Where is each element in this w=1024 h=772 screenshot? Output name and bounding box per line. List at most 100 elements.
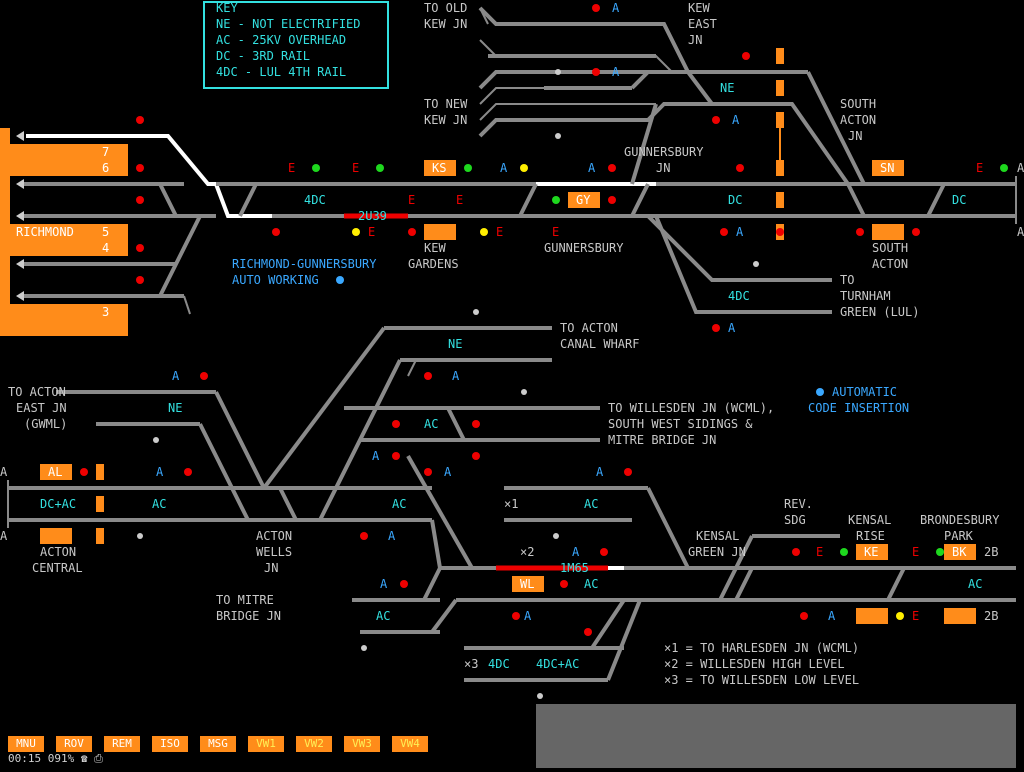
code-sn: SN [880, 161, 894, 175]
rov-button[interactable]: ROV [56, 736, 92, 752]
key-line: NE - NOT ELECTRIFIED [216, 17, 361, 31]
status-bar: 00:15 091% ☎ ⎙ [8, 752, 103, 766]
svg-text:EAST JN: EAST JN [16, 401, 67, 415]
svg-text:REV.: REV. [784, 497, 813, 511]
svg-text:SOUTH WEST SIDINGS &: SOUTH WEST SIDINGS & [608, 417, 753, 431]
svg-text:CANAL WHARF: CANAL WHARF [560, 337, 639, 351]
rem-button[interactable]: REM [104, 736, 140, 752]
code-al: AL [48, 465, 62, 479]
main-line-richmond-south-acton[interactable] [216, 176, 1017, 224]
view1-button[interactable]: VW1 [248, 736, 284, 752]
svg-text:E: E [288, 161, 295, 175]
view2-button[interactable]: VW2 [296, 736, 332, 752]
platform-number: 3 [102, 305, 109, 319]
svg-text:(GWML): (GWML) [24, 417, 67, 431]
svg-text:A: A [728, 321, 736, 335]
svg-text:SOUTH: SOUTH [840, 97, 876, 111]
svg-text:E: E [816, 545, 823, 559]
svg-text:×2: ×2 [520, 545, 534, 559]
location-labels: TO OLD KEW JN KEW EAST JN TO NEW KEW JN … [0, 1, 1024, 687]
code-gy: GY [576, 193, 591, 207]
svg-text:KEW JN: KEW JN [424, 17, 467, 31]
svg-text:A: A [612, 1, 620, 15]
key-line: DC - 3RD RAIL [216, 49, 310, 63]
svg-text:BRONDESBURY: BRONDESBURY [920, 513, 1000, 527]
svg-text:GUNNERSBURY: GUNNERSBURY [544, 241, 624, 255]
platform-number: 5 [102, 225, 109, 239]
key-box: KEY NE - NOT ELECTRIFIED AC - 25KV OVERH… [203, 1, 389, 89]
svg-text:EAST: EAST [688, 17, 717, 31]
svg-text:SOUTH: SOUTH [872, 241, 908, 255]
richmond-tracks[interactable] [16, 131, 272, 315]
svg-text:TO NEW: TO NEW [424, 97, 468, 111]
svg-text:MITRE BRIDGE JN: MITRE BRIDGE JN [608, 433, 716, 447]
svg-text:×3 = TO WILLESDEN LOW LEVEL: ×3 = TO WILLESDEN LOW LEVEL [664, 673, 859, 687]
electrification-labels: NE NE NE 4DC DC DC 4DC AC AC AC AC AC AC… [40, 81, 982, 671]
svg-text:A: A [828, 609, 836, 623]
svg-text:BRIDGE JN: BRIDGE JN [216, 609, 281, 623]
svg-text:×2 = WILLESDEN HIGH LEVEL: ×2 = WILLESDEN HIGH LEVEL [664, 657, 845, 671]
view4-button[interactable]: VW4 [392, 736, 428, 752]
svg-text:A: A [0, 529, 8, 543]
train-description: 1M65 [560, 561, 589, 575]
dc4-label: 4DC [304, 193, 326, 207]
svg-text:A: A [372, 449, 380, 463]
svg-text:KENSAL: KENSAL [848, 513, 891, 527]
kew-branches[interactable] [478, 6, 866, 186]
train-berths[interactable]: 2U39 1M65 [358, 209, 589, 575]
dc4-label: 4DC [728, 289, 750, 303]
iso-button[interactable]: ISO [152, 736, 188, 752]
svg-text:A: A [588, 161, 596, 175]
svg-text:×3: ×3 [464, 657, 478, 671]
svg-text:TO WILLESDEN JN (WCML),: TO WILLESDEN JN (WCML), [608, 401, 774, 415]
station-codes[interactable]: KS GY SN AL KE BK WL [40, 160, 976, 592]
svg-text:GREEN JN: GREEN JN [688, 545, 746, 559]
telephone-icon[interactable]: ☎ [80, 752, 88, 765]
svg-text:A: A [500, 161, 508, 175]
svg-text:×1: ×1 [504, 497, 518, 511]
kensal-tracks[interactable] [352, 486, 1016, 682]
svg-text:KEW: KEW [424, 241, 446, 255]
svg-text:E: E [456, 193, 463, 207]
svg-text:AUTO WORKING: AUTO WORKING [232, 273, 319, 287]
svg-text:A: A [732, 113, 740, 127]
ne-label: NE [448, 337, 462, 351]
svg-text:A: A [452, 369, 460, 383]
richmond-platforms: 7 6 5 4 3 RICHMOND [0, 128, 128, 336]
platform-number: 4 [102, 241, 109, 255]
svg-text:TO: TO [840, 273, 854, 287]
svg-text:AUTOMATIC: AUTOMATIC [832, 385, 897, 399]
acton-wells-tracks[interactable] [7, 326, 600, 569]
svg-text:CENTRAL: CENTRAL [32, 561, 83, 575]
ac-label: AC [392, 497, 406, 511]
svg-text:KEW JN: KEW JN [424, 113, 467, 127]
code-bk: BK [952, 545, 967, 559]
ac-label: AC [584, 497, 598, 511]
ne-label: NE [168, 401, 182, 415]
ne-label: NE [720, 81, 734, 95]
ac-label: AC [376, 609, 390, 623]
signals[interactable]: E E E E E E E E E E E A A A A A A A A A … [80, 1, 1008, 699]
dcac-label: DC+AC [40, 497, 76, 511]
menu-button[interactable]: MNU [8, 736, 44, 752]
svg-text:E: E [408, 193, 415, 207]
ac-label: AC [152, 497, 166, 511]
msg-button[interactable]: MSG [200, 736, 236, 752]
svg-text:ACTON: ACTON [840, 113, 876, 127]
turnham-green-branch[interactable] [646, 214, 832, 314]
svg-text:A: A [1017, 161, 1024, 175]
code-ke: KE [864, 545, 878, 559]
train-description: 2U39 [358, 209, 387, 223]
svg-text:GUNNERSBURY: GUNNERSBURY [624, 145, 704, 159]
svg-text:A: A [1017, 225, 1024, 239]
svg-text:JN: JN [688, 33, 702, 47]
key-line: AC - 25KV OVERHEAD [216, 33, 346, 47]
ac-label: AC [584, 577, 598, 591]
svg-text:E: E [552, 225, 559, 239]
svg-text:A: A [736, 225, 744, 239]
printer-icon[interactable]: ⎙ [94, 752, 103, 765]
svg-text:TO OLD: TO OLD [424, 1, 467, 15]
svg-text:2B: 2B [984, 545, 998, 559]
view3-button[interactable]: VW3 [344, 736, 380, 752]
